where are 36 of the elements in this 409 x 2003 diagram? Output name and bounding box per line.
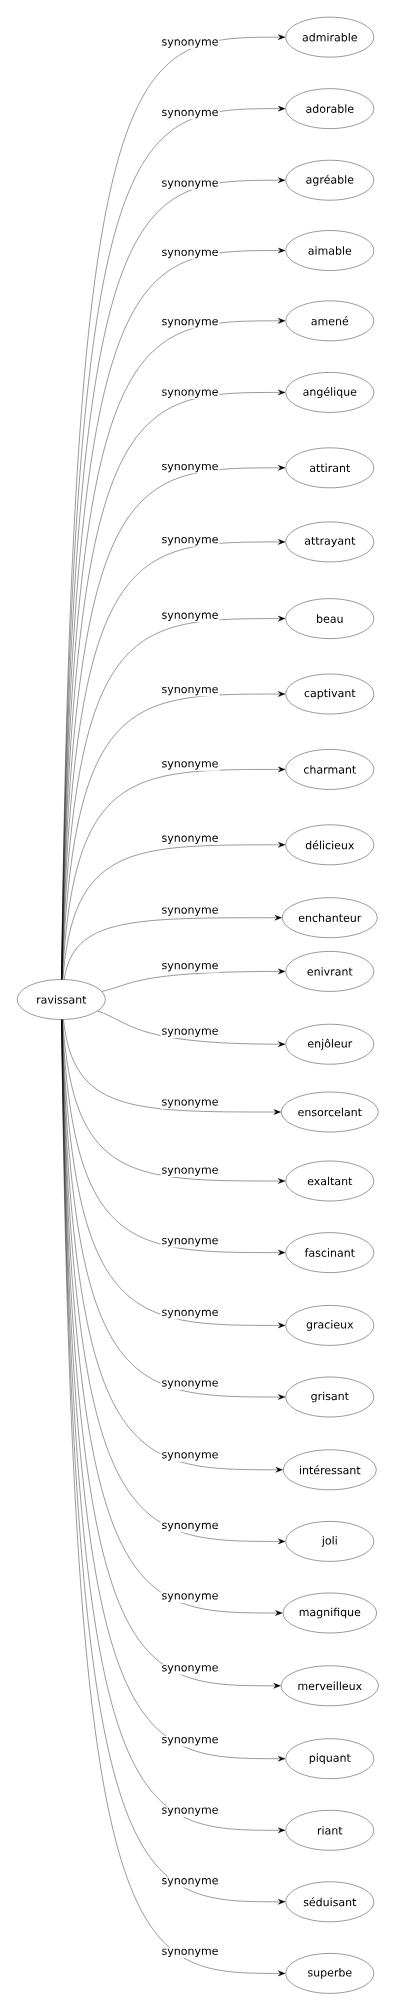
edge-label: synonyme: [160, 536, 220, 547]
edge-label: synonyme: [160, 248, 220, 260]
edge-label: synonyme: [160, 318, 220, 329]
edge-label: synonyme: [160, 1098, 220, 1109]
edge-label: synonyme: [160, 1592, 220, 1603]
edge-label: synonyme: [160, 906, 220, 917]
edge-label: synonyme: [160, 1806, 220, 1817]
edge-label: synonyme: [160, 388, 220, 399]
arrow: [61, 615, 286, 980]
edge-label: synonyme: [160, 1736, 220, 1747]
edge-label: synonyme: [160, 38, 220, 49]
edge-label: synonyme: [160, 1379, 220, 1390]
edge-label: synonyme: [160, 962, 220, 973]
arrow: [97, 1010, 286, 1047]
edge-label: synonyme: [160, 760, 220, 771]
arrow: [62, 842, 286, 980]
edge-label: synonyme: [160, 1521, 220, 1533]
edge-label: synonyme: [160, 1308, 220, 1320]
edge-label: synonyme: [160, 834, 220, 846]
edge-label: synonyme: [160, 462, 220, 474]
arrow: [64, 914, 282, 980]
arrow: [61, 691, 286, 980]
edge-label: synonyme: [160, 179, 220, 190]
edge-label: synonyme: [160, 611, 220, 623]
arrow: [63, 1019, 281, 1115]
edge-label: synonyme: [160, 1166, 220, 1177]
edge-label: synonyme: [160, 1947, 220, 1959]
edge-label: synonyme: [160, 1451, 220, 1462]
edge-label: synonyme: [160, 1027, 220, 1038]
edge-label: synonyme: [160, 1664, 220, 1675]
arrow: [61, 1019, 286, 1400]
edge-label: synonyme: [160, 1877, 220, 1888]
arrow: [101, 968, 286, 992]
edge-label: synonyme: [160, 685, 220, 697]
edge-label: synonyme: [160, 1237, 220, 1248]
edge-label: synonyme: [160, 108, 220, 120]
